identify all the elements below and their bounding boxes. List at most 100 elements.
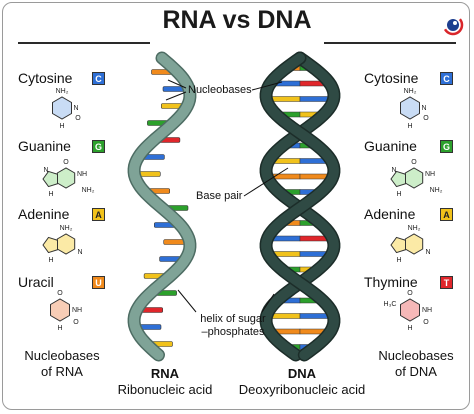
dna-adenine-ring-6: [404, 233, 424, 255]
nucleobases-pointer-rna: [167, 79, 187, 89]
rna-adenine-label-2: N: [77, 249, 82, 256]
rna-guanine-label-3: N: [43, 167, 48, 174]
rna-cytosine-label-1: NH₂: [56, 88, 69, 95]
rna-helix: [127, 51, 197, 362]
dna-adenine-ring-5: [390, 236, 406, 254]
dna-cytosine-label-1: NH₂: [404, 88, 417, 95]
dna-subtitle: Deoxyribonucleic acid: [238, 382, 366, 397]
rna-adenine-ring-5: [42, 236, 58, 254]
rna-uracil-label-2: NH: [72, 307, 82, 314]
rna-base-uracil-badge: U: [92, 276, 105, 289]
base-pair-pointer: [243, 167, 289, 197]
rna-uracil-label-1: O: [57, 290, 63, 297]
rna-base-cytosine-name: Cytosine: [18, 70, 73, 86]
helix-pointer-dna: [261, 293, 275, 313]
rna-adenine-molecule: NH₂ N H: [42, 225, 83, 264]
rna-guanine-ring-6: [56, 167, 76, 189]
rna-guanine-molecule: O NH N NH₂ H: [42, 159, 95, 198]
rna-base-adenine-name: Adenine: [18, 206, 70, 222]
dna-guanine-label-1: O: [411, 159, 417, 166]
dna-caption-line-1: Nucleobases: [378, 348, 454, 363]
rna-guanine-label-2: NH: [77, 171, 87, 178]
dna-adenine-label-3: H: [396, 257, 401, 264]
rna-guanine-ring-5: [42, 170, 58, 188]
dna-base-thymine-name: Thymine: [364, 274, 418, 290]
rna-guanine-label-5: H: [48, 191, 53, 198]
helix-annotation-line-1: helix of sugar: [200, 313, 266, 325]
helix-annotation-line-2: –phosphates: [201, 326, 265, 338]
rna-uracil-label-3: O: [73, 319, 79, 326]
rna-caption-line-1: Nucleobases: [24, 348, 100, 363]
rna-subtitle: Ribonucleic acid: [117, 382, 213, 397]
dna-thymine-label-2: H₃C: [384, 301, 397, 308]
dna-base-thymine-badge: T: [440, 276, 453, 289]
rna-uracil-label-4: H: [57, 325, 62, 332]
dna-guanine-label-4: NH₂: [430, 187, 443, 194]
nucleobases-pointer-rna-2: [165, 91, 187, 101]
rna-uracil-molecule: O NH O H: [50, 290, 82, 332]
dna-adenine-label-2: N: [425, 249, 430, 256]
dna-base-cytosine-badge: C: [440, 72, 453, 85]
nucleobases-pointer-dna: [251, 81, 283, 91]
rna-base-guanine-badge: G: [92, 140, 105, 153]
dna-cytosine-molecule: NH₂ NO H: [400, 88, 429, 130]
dna-cytosine-label-4: H: [407, 123, 412, 130]
rna-cytosine-label-2: N: [73, 105, 78, 112]
nucleobases-annotation: Nucleobases: [188, 84, 252, 96]
helix-annotation: helix of sugar –phosphates: [190, 313, 276, 339]
dna-base-adenine-badge: A: [440, 208, 453, 221]
dna-thymine-ring-6: [400, 298, 420, 322]
brand-logo-icon: [442, 14, 464, 36]
base-pair-annotation: Base pair: [196, 190, 243, 202]
dna-thymine-label-5: H: [407, 325, 412, 332]
dna-adenine-label-1: NH₂: [408, 225, 421, 232]
dna-adenine-molecule: NH₂ N H: [390, 225, 431, 264]
dna-base-cytosine-name: Cytosine: [364, 70, 419, 86]
dna-title: DNA: [287, 366, 317, 381]
rna-cytosine-label-4: H: [59, 123, 64, 130]
rna-base-cytosine-badge: C: [92, 72, 105, 85]
rna-uracil-ring-6: [50, 298, 70, 322]
dna-guanine-ring-6: [404, 167, 424, 189]
helix-pointer-rna: [177, 289, 197, 313]
dna-cytosine-ring-6: [400, 96, 420, 120]
dna-thymine-label-4: O: [423, 319, 429, 326]
rna-base-uracil-name: Uracil: [18, 274, 54, 290]
rna-cytosine-molecule: NH₂ NO H: [52, 88, 81, 130]
dna-thymine-label-1: O: [407, 290, 413, 297]
dna-thymine-molecule: O H₃C NH O H: [384, 290, 433, 332]
dna-guanine-label-3: N: [391, 167, 396, 174]
dna-cytosine-label-2: N: [421, 105, 426, 112]
dna-cytosine-label-3: O: [423, 115, 429, 122]
rna-base-adenine-badge: A: [92, 208, 105, 221]
rna-caption-line-2: of RNA: [41, 364, 83, 379]
page-title: RNA vs DNA: [162, 6, 312, 34]
dna-base-guanine-name: Guanine: [364, 138, 417, 154]
dna-nucleobases-caption: Nucleobases of DNA: [366, 348, 466, 380]
rna-title: RNA: [150, 366, 180, 381]
rna-base-guanine-name: Guanine: [18, 138, 71, 154]
rna-backbone: [129, 53, 195, 360]
rna-adenine-ring-6: [56, 233, 76, 255]
dna-thymine-label-3: NH: [422, 307, 432, 314]
annotation-pointers: [165, 79, 289, 313]
dna-helix: [259, 51, 341, 362]
dna-guanine-label-2: NH: [425, 171, 435, 178]
diagram-frame: [2, 2, 470, 410]
dna-base-adenine-name: Adenine: [364, 206, 416, 222]
dna-guanine-molecule: O NH N NH₂ H: [390, 159, 443, 198]
rna-guanine-label-4: NH₂: [82, 187, 95, 194]
rna-adenine-label-3: H: [48, 257, 53, 264]
dna-guanine-label-5: H: [396, 191, 401, 198]
rna-cytosine-ring-6: [52, 96, 72, 120]
dna-guanine-ring-5: [390, 170, 406, 188]
dna-base-guanine-badge: G: [440, 140, 453, 153]
rna-nucleobases-caption: Nucleobases of RNA: [12, 348, 112, 380]
title-rule-left: [18, 42, 150, 44]
title-rule-right: [324, 42, 456, 44]
rna-cytosine-label-3: O: [75, 115, 81, 122]
rna-guanine-label-1: O: [63, 159, 69, 166]
rna-adenine-label-1: NH₂: [60, 225, 73, 232]
dna-strand-2: [261, 53, 339, 360]
